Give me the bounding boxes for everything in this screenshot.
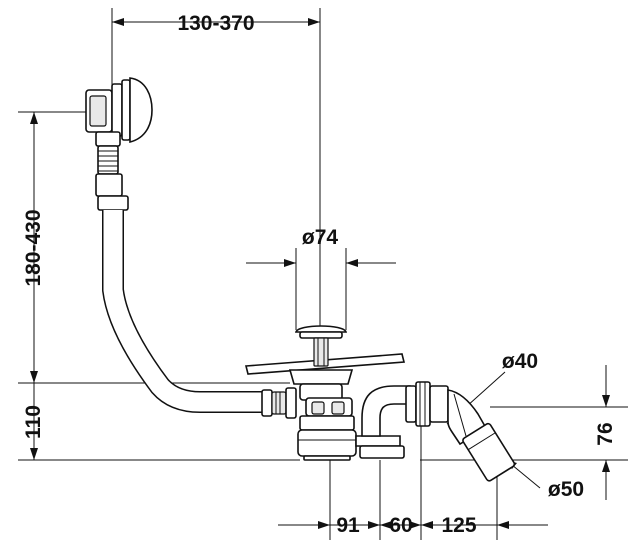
- dim-overflow-height: 180-430: [22, 209, 45, 286]
- overflow-hose: [102, 210, 270, 413]
- dim-drain-height: 110: [22, 405, 45, 439]
- hose-connector: [261, 387, 297, 419]
- dim-overflow-offset: 130-370: [177, 12, 254, 35]
- dim-outlet-height: 76: [594, 422, 617, 445]
- dim-outlet-diameter: ø50: [548, 478, 584, 501]
- dim-offset-125: 125: [441, 514, 476, 537]
- siphon-trap: [355, 385, 411, 459]
- dim-drain-diameter: ø74: [302, 226, 339, 249]
- drain-plug: [294, 325, 348, 367]
- drain-body: [288, 369, 357, 461]
- extension-lines: [18, 8, 628, 540]
- overflow-assembly: [85, 77, 153, 211]
- dim-offset-60: 60: [389, 514, 412, 537]
- waste-outlet: [405, 381, 516, 482]
- dimension-labels: 130-370 180-430 110 ø74 ø40 76 ø50 91 60…: [22, 12, 617, 537]
- dim-offset-91: 91: [336, 514, 360, 537]
- dim-waste-diameter: ø40: [502, 350, 538, 373]
